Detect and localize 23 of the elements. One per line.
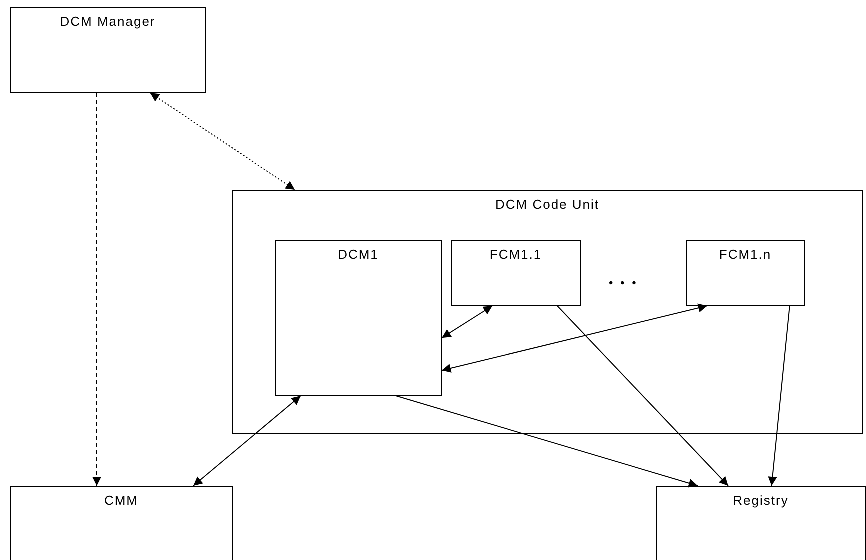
node-label: FCM1.1 (488, 247, 544, 262)
node-label: Registry (732, 493, 790, 508)
node-label: DCM Manager (59, 14, 157, 29)
node-label: DCM Code Unit (494, 197, 601, 212)
arrow (193, 396, 302, 486)
container-box (232, 190, 863, 434)
arrow (150, 92, 296, 190)
node-label: CMM (103, 493, 140, 508)
arrow (556, 306, 729, 486)
process-box (451, 240, 581, 306)
process-box (10, 486, 233, 560)
process-box (656, 486, 866, 560)
arrow (92, 92, 102, 486)
arrow (442, 306, 494, 339)
process-box (10, 7, 206, 93)
process-box (686, 240, 805, 306)
node-label: FCM1.n (718, 247, 773, 262)
arrow (442, 304, 708, 373)
ellipsis-label: • • • (609, 276, 638, 290)
arrow (768, 306, 790, 486)
node-label: DCM1 (337, 247, 380, 262)
arrow (396, 396, 698, 488)
process-box (275, 240, 442, 396)
